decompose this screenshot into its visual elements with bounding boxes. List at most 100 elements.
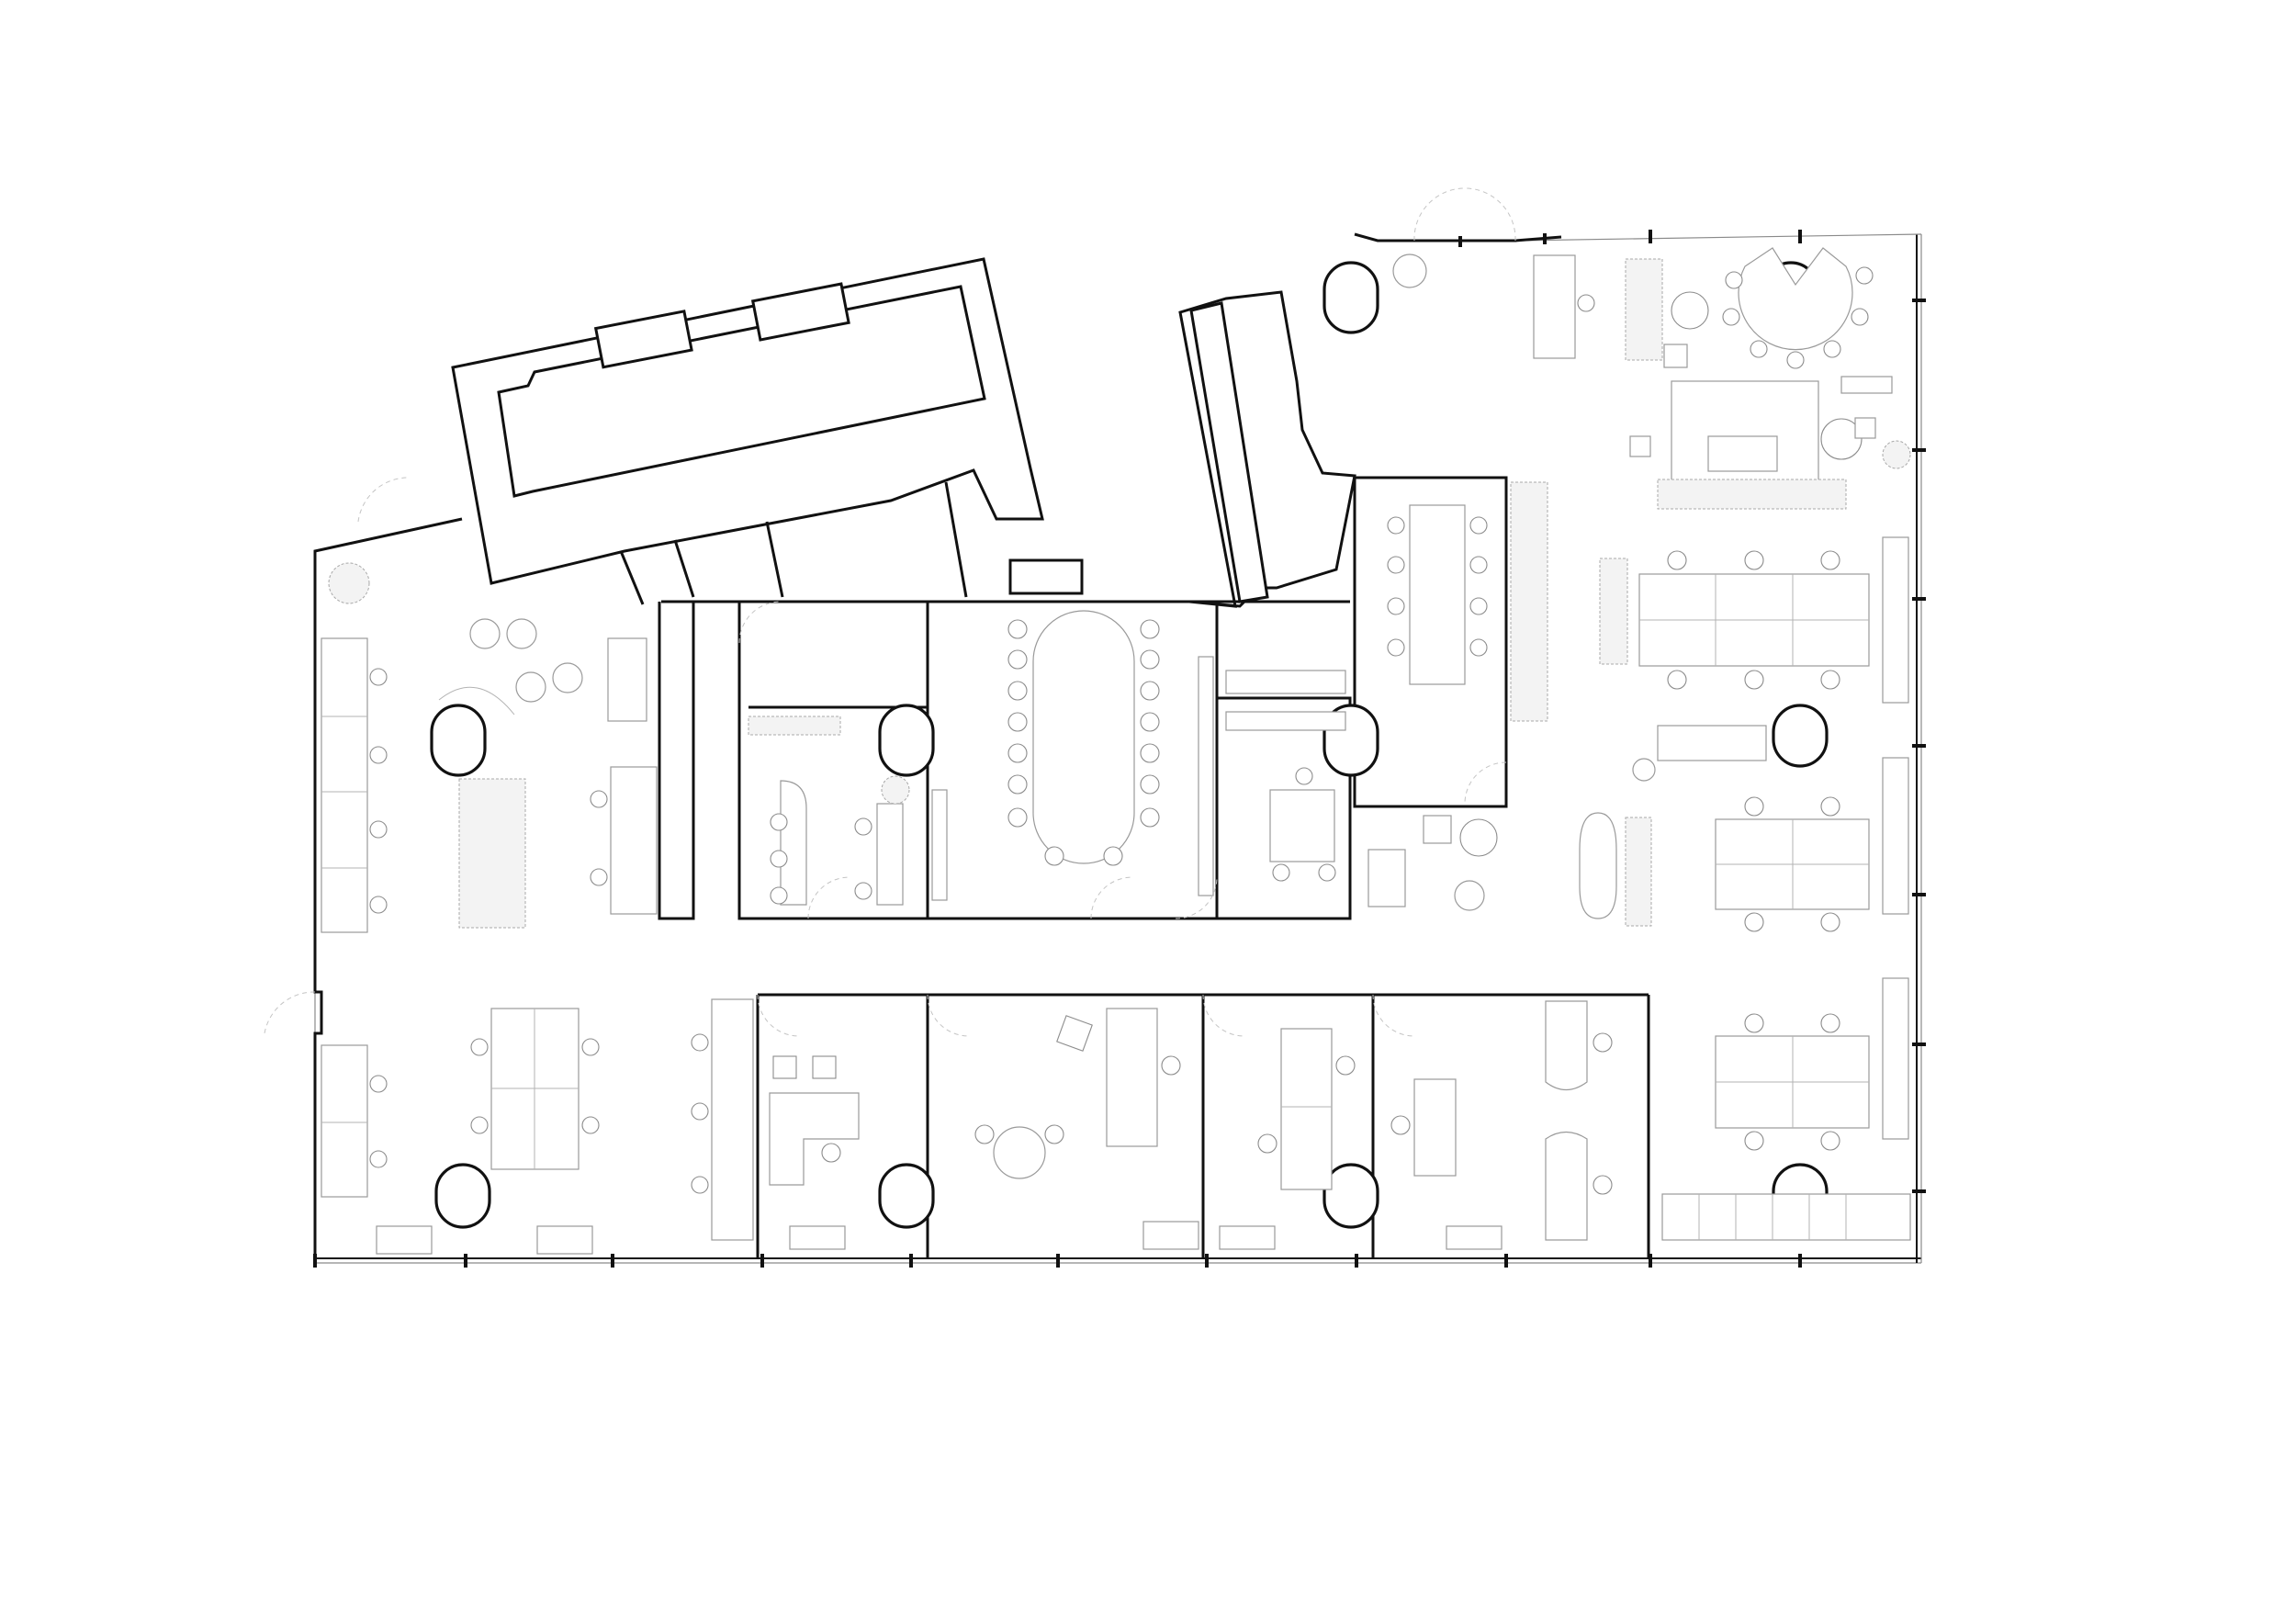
lounge-chair: [1459, 818, 1498, 857]
bench-seat: [1657, 725, 1767, 761]
chair: [1140, 649, 1160, 670]
storage-unit: [1882, 977, 1909, 1140]
chair: [1722, 308, 1740, 326]
mullion: [760, 1254, 764, 1268]
chair: [691, 1176, 709, 1194]
credenza: [789, 1225, 846, 1250]
mullion: [313, 1254, 317, 1268]
desk-bench-west: [321, 637, 368, 933]
chair: [369, 746, 388, 764]
door-swing: [1464, 187, 1516, 242]
chair: [1272, 863, 1290, 882]
chair: [1140, 619, 1160, 639]
chair: [1387, 556, 1405, 574]
planter-row: [458, 778, 526, 929]
chair: [369, 896, 388, 914]
plant: [881, 775, 910, 805]
wall-phone-booth: [1217, 696, 1352, 920]
chair: [590, 790, 608, 808]
chair: [1744, 796, 1764, 817]
chair: [1387, 638, 1405, 657]
facade: [313, 230, 1926, 1268]
chair: [1820, 1013, 1840, 1033]
credenza: [1219, 1225, 1276, 1250]
chair: [1161, 1055, 1181, 1076]
chair: [770, 850, 788, 868]
mullion: [1649, 1254, 1652, 1268]
chair: [1007, 807, 1028, 828]
credenza: [931, 789, 948, 901]
mullion: [1912, 448, 1926, 452]
office-4-furniture: [1390, 1000, 1613, 1250]
chair: [770, 813, 788, 831]
lounge-chair: [1671, 291, 1709, 330]
core-stair-block-inner: [497, 285, 986, 498]
chair: [369, 668, 388, 686]
wall-storage-strip: [658, 602, 695, 920]
chair: [1577, 294, 1595, 312]
chair: [1044, 1124, 1064, 1144]
planter: [1625, 817, 1652, 927]
door-swing: [807, 876, 850, 919]
storage-unit: [1882, 757, 1909, 915]
chair: [1667, 550, 1687, 570]
mullion: [1649, 230, 1652, 243]
chair: [1387, 597, 1405, 615]
chair: [1744, 550, 1764, 570]
chair: [1140, 712, 1160, 732]
chair: [1007, 712, 1028, 732]
chair: [369, 820, 388, 839]
round-table: [993, 1126, 1046, 1179]
desk-bench-west-south: [321, 1044, 368, 1198]
chair: [974, 1124, 995, 1144]
chair: [821, 1143, 841, 1163]
desk-bench: [610, 766, 658, 915]
chair: [1593, 1032, 1613, 1053]
core-partition: [673, 539, 695, 598]
facade-mullions: [313, 230, 1926, 1268]
door-swing: [357, 477, 410, 523]
east-workstations: [1579, 536, 1911, 1241]
storage: [1840, 376, 1893, 394]
facade-frame-west: [313, 517, 463, 1263]
sofa: [1707, 435, 1778, 472]
mullion: [1912, 1043, 1926, 1046]
bench: [876, 803, 904, 906]
chair: [1387, 516, 1405, 535]
column: [878, 1163, 935, 1229]
chair: [369, 1075, 388, 1093]
storage-unit: [1882, 536, 1909, 704]
chair: [1469, 638, 1488, 657]
chair: [1103, 846, 1123, 866]
chair: [1007, 649, 1028, 670]
door-swing: [1372, 994, 1415, 1037]
column: [434, 1163, 491, 1229]
small-table: [1269, 789, 1335, 862]
chair: [1725, 271, 1743, 289]
boardroom-table: [1032, 610, 1135, 864]
door-swing: [264, 991, 316, 1034]
executive-desk: [1106, 1008, 1158, 1147]
chair: [1744, 1013, 1764, 1033]
desk: [1413, 1078, 1457, 1177]
planter-row: [1657, 479, 1847, 510]
chair: [1744, 912, 1764, 932]
mullion: [1912, 1189, 1926, 1193]
chair: [1257, 1133, 1277, 1154]
chair: [691, 1033, 709, 1052]
core-partition: [944, 481, 968, 598]
chair: [1851, 308, 1869, 326]
round-table: [469, 618, 501, 649]
lockers: [1661, 1193, 1911, 1241]
planter: [1599, 558, 1628, 665]
chair: [1469, 516, 1488, 535]
reception-desk: [1533, 254, 1576, 359]
chair: [1469, 556, 1488, 574]
chair: [581, 1116, 600, 1134]
side-table: [1854, 417, 1876, 439]
mullion: [909, 1254, 913, 1268]
chair: [1820, 550, 1840, 570]
core-partition: [765, 521, 784, 598]
credenza: [376, 1225, 433, 1255]
mullion: [1056, 1254, 1060, 1268]
